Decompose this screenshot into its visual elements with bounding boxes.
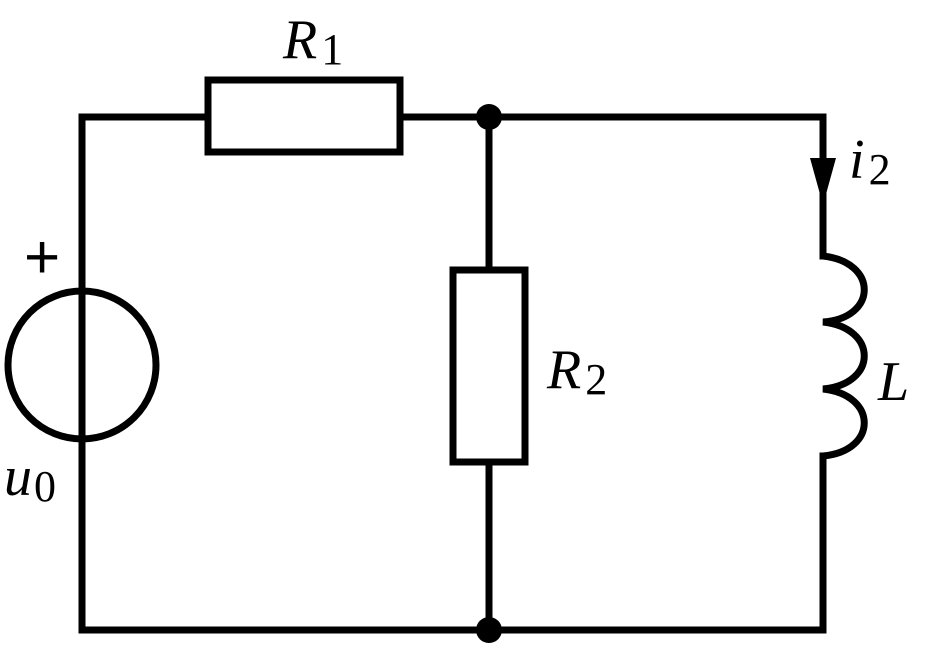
label-inductor: L [877,351,909,413]
current-arrow [810,158,836,205]
junction-top [476,104,502,130]
label-r2: R2 [546,339,607,404]
resistor-r1 [204,76,404,156]
inductor-l [822,252,868,460]
label-current: i2 [849,129,891,194]
label-source: u0 [4,446,56,511]
label-r1: R1 [282,9,343,74]
wires [78,113,827,634]
resistor-r2 [449,266,529,466]
junction-bottom [476,617,502,643]
source-plus-sign: + [24,223,60,292]
